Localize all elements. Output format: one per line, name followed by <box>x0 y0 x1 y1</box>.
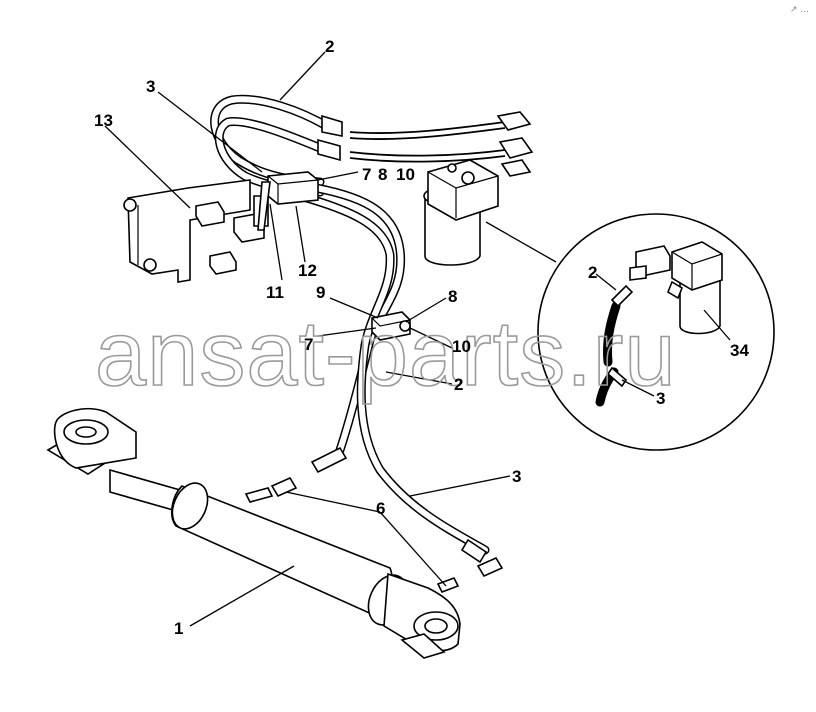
mounting-bracket <box>123 179 269 283</box>
callout-2-mid: 2 <box>454 375 463 394</box>
pipes-to-valve <box>317 111 534 177</box>
callout-3-right: 3 <box>512 467 521 486</box>
callout-7-top: 7 <box>362 165 371 184</box>
hose-fittings <box>244 446 504 594</box>
callout-3-top: 3 <box>146 77 155 96</box>
callout-10-top: 10 <box>396 165 415 184</box>
callout-2-top: 2 <box>325 37 334 56</box>
hose-clamp-upper <box>257 171 319 231</box>
callout-1: 1 <box>174 619 183 638</box>
callout-2-inset: 2 <box>588 263 597 282</box>
callout-7-mid: 7 <box>304 335 313 354</box>
hose-clamp-middle <box>371 311 411 341</box>
corner-mark: ↗ ... <box>790 5 809 15</box>
callout-13: 13 <box>94 111 113 130</box>
leader-lines <box>104 51 731 627</box>
steering-valve <box>423 159 499 266</box>
hydraulic-cylinder <box>46 407 461 659</box>
callout-34: 34 <box>730 341 749 360</box>
callout-6: 6 <box>376 499 385 518</box>
callout-8-mid: 8 <box>448 287 457 306</box>
callout-10-mid: 10 <box>452 337 471 356</box>
hose-assembly-main <box>295 181 490 555</box>
watermark: ansat-parts.ru <box>95 303 677 405</box>
callout-9: 9 <box>316 283 325 302</box>
callout-3-inset: 3 <box>656 389 665 408</box>
callout-labels: 2 3 13 7 8 10 12 11 9 8 7 10 2 3 6 1 2 3… <box>94 37 749 638</box>
callout-12: 12 <box>298 261 317 280</box>
callout-8-top: 8 <box>378 165 387 184</box>
callout-11: 11 <box>266 283 284 302</box>
detail-inset <box>485 213 775 451</box>
